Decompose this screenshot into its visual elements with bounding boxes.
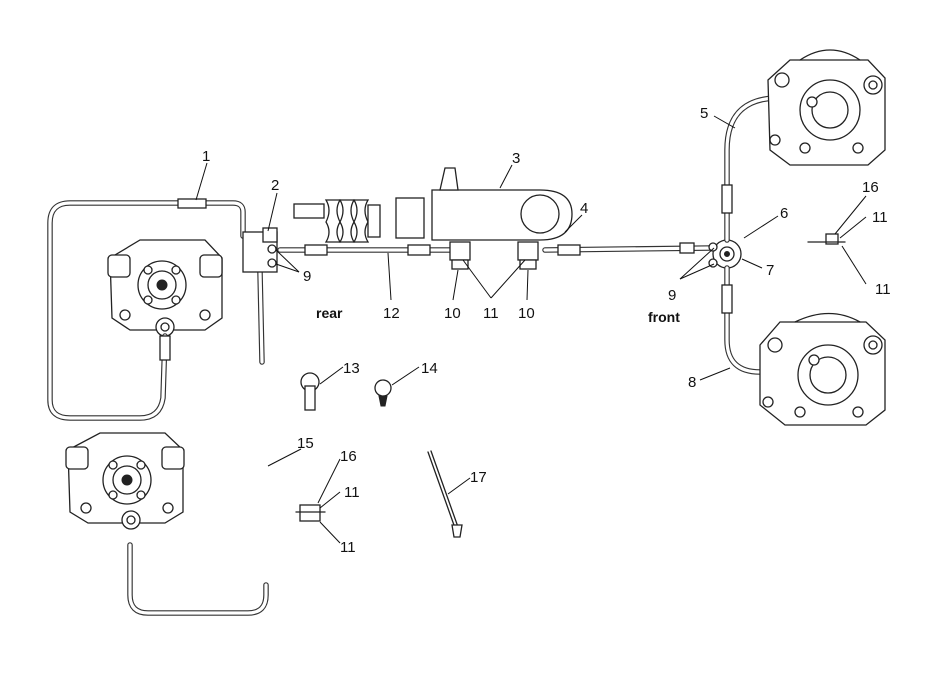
- callout-1: 1: [202, 148, 210, 165]
- callout-11-right-lower: 11: [875, 281, 891, 298]
- front-label: front: [648, 309, 680, 325]
- callout-15: 15: [297, 435, 314, 452]
- callout-9-rear: 9: [303, 268, 311, 285]
- callout-16-bottom: 16: [340, 448, 357, 465]
- banjo-fitting-left: [449, 241, 471, 270]
- banjo-fitting-right: [517, 241, 539, 270]
- part-17-rod: [427, 450, 463, 538]
- callout-2: 2: [271, 177, 279, 194]
- callout-11-bottom-lower: 11: [340, 539, 356, 556]
- front-junction: [708, 239, 742, 269]
- rear-caliper-upper: [107, 239, 223, 337]
- callout-17: 17: [470, 469, 487, 486]
- callout-5: 5: [700, 105, 708, 122]
- callout-13: 13: [343, 360, 360, 377]
- callout-6: 6: [780, 205, 788, 222]
- rear-line-down-from-junction: [257, 269, 265, 365]
- part-14: [374, 379, 392, 407]
- rear-caliper-lower: [65, 432, 185, 530]
- master-cylinder: [293, 167, 573, 243]
- rear-brake-line-1: [47, 198, 246, 421]
- rear-lower-line: [127, 542, 269, 616]
- callout-4: 4: [580, 200, 588, 217]
- callout-7: 7: [766, 262, 774, 279]
- front-caliper-lower: [759, 312, 886, 426]
- callout-16-right: 16: [862, 179, 879, 196]
- callout-10-left: 10: [444, 305, 461, 322]
- callout-9-front: 9: [668, 287, 676, 304]
- leader-lines: [195, 115, 867, 544]
- rear-label: rear: [316, 305, 343, 321]
- callout-14: 14: [421, 360, 438, 377]
- part-16-11-bottom: [295, 504, 326, 522]
- callout-11-bottom-upper: 11: [344, 484, 360, 501]
- front-caliper-upper: [767, 49, 886, 166]
- callout-12: 12: [383, 305, 400, 322]
- callout-8: 8: [688, 374, 696, 391]
- callout-11-center: 11: [483, 305, 499, 322]
- callout-11-right-upper: 11: [872, 209, 888, 226]
- front-line-4: [542, 242, 715, 256]
- rear-junction-block: [242, 227, 278, 273]
- callout-10-right: 10: [518, 305, 535, 322]
- bleeder-assembly-right: [807, 233, 846, 245]
- callout-3: 3: [512, 150, 520, 167]
- rear-line-12: [277, 244, 463, 256]
- part-13: [300, 372, 320, 411]
